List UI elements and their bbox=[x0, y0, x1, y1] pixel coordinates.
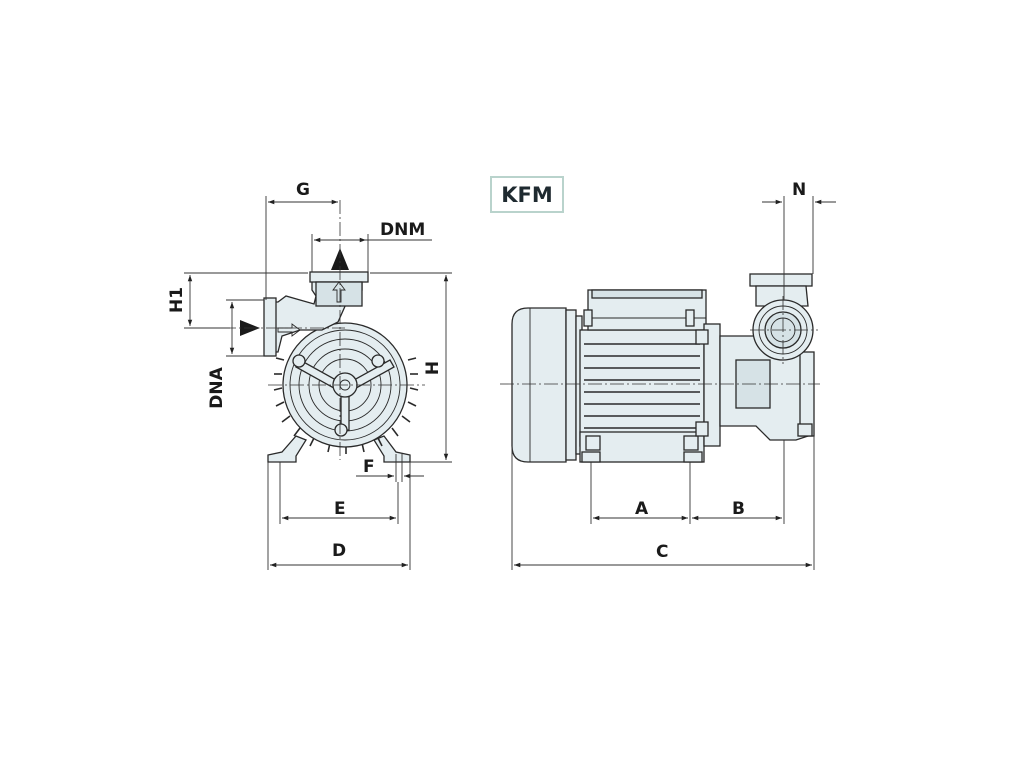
motor-body bbox=[579, 329, 705, 447]
front-view bbox=[200, 200, 425, 463]
outlet-flow-arrow bbox=[332, 281, 346, 303]
label-D: D bbox=[332, 541, 346, 561]
side-dimensions bbox=[511, 196, 836, 570]
label-C: C bbox=[656, 542, 668, 562]
left-foot bbox=[267, 435, 307, 463]
motor-base bbox=[579, 431, 705, 463]
label-F: F bbox=[363, 457, 375, 477]
model-label: KFM bbox=[501, 183, 553, 207]
inlet-flow-arrow bbox=[277, 323, 301, 337]
side-view bbox=[500, 273, 820, 463]
label-DNA: DNA bbox=[207, 366, 227, 408]
right-foot bbox=[373, 435, 411, 463]
label-H: H bbox=[423, 361, 443, 375]
label-B: B bbox=[732, 499, 745, 519]
label-E: E bbox=[334, 499, 346, 519]
front-dimension-labels: G DNM H1 DNA H F E D bbox=[167, 180, 443, 561]
motor-body-fins bbox=[584, 343, 700, 429]
side-dimension-labels: N A B C bbox=[635, 180, 806, 562]
outlet-flange bbox=[309, 271, 369, 283]
label-G: G bbox=[296, 180, 310, 200]
label-A: A bbox=[635, 499, 649, 519]
front-dimensions bbox=[184, 196, 452, 570]
fan-cover bbox=[511, 307, 567, 463]
inlet-flange bbox=[263, 297, 277, 357]
label-N: N bbox=[792, 180, 806, 200]
outlet-top-flange bbox=[749, 273, 813, 287]
label-H1: H1 bbox=[167, 287, 187, 313]
outlet-direction-arrow bbox=[331, 248, 349, 270]
model-label-box: KFM bbox=[490, 176, 564, 213]
label-DNM: DNM bbox=[380, 220, 425, 240]
